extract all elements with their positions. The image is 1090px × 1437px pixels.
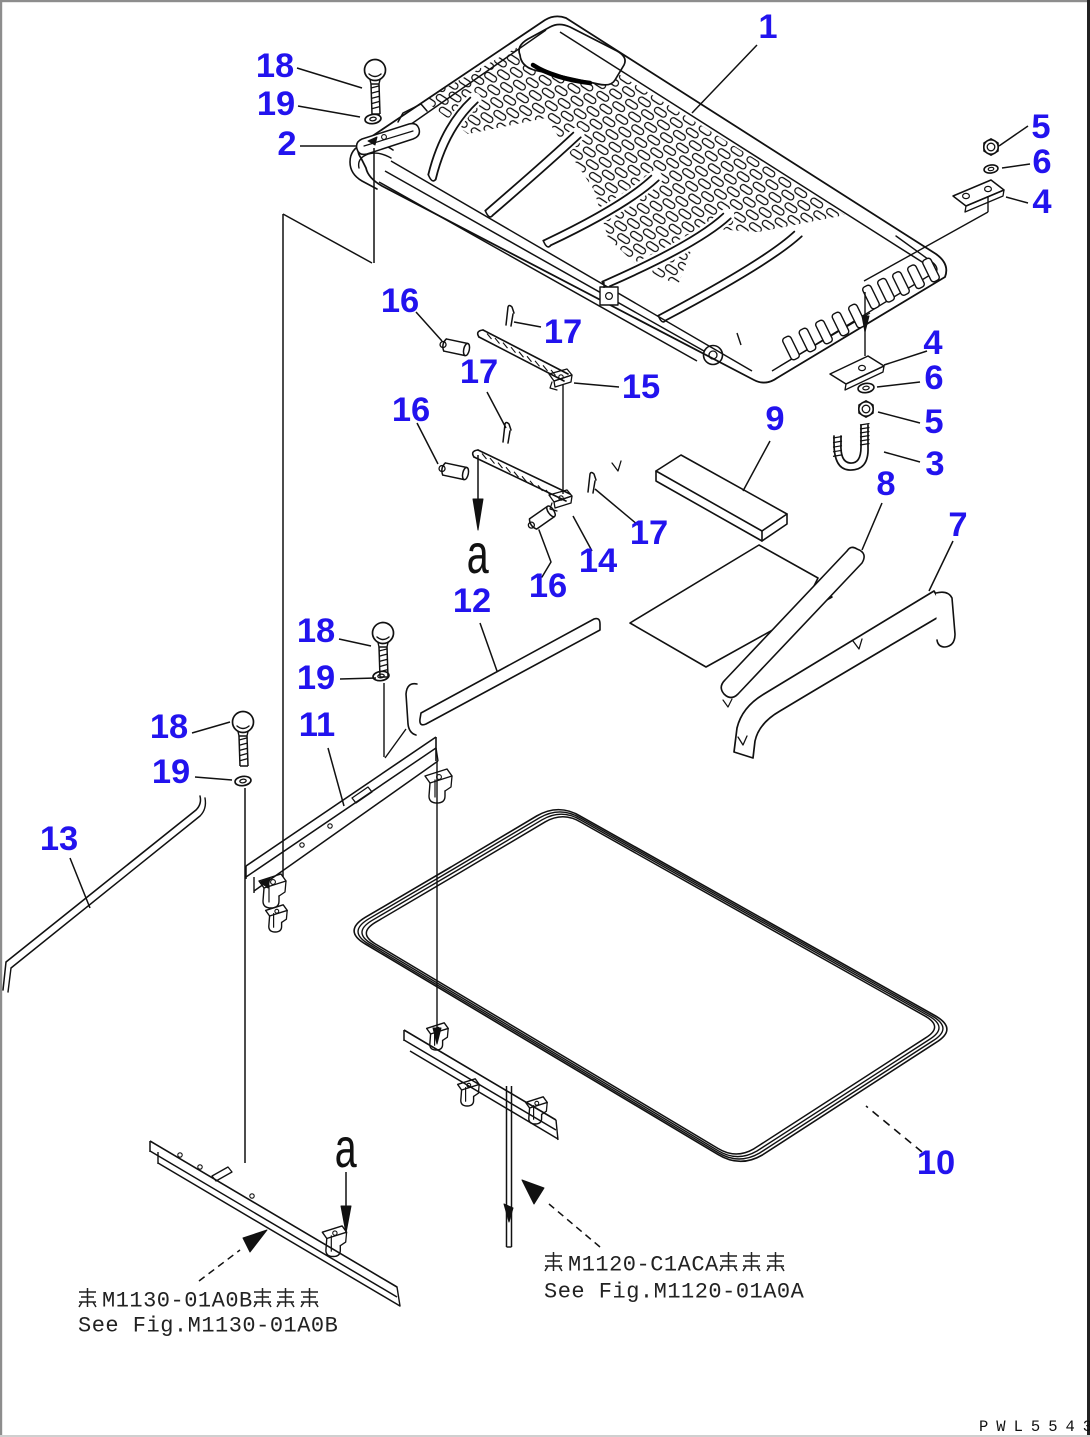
svg-text:18: 18 [256, 47, 294, 85]
svg-text:See Fig.M1120-01A0A: See Fig.M1120-01A0A [544, 1280, 805, 1305]
svg-text:18: 18 [297, 612, 335, 650]
svg-text:PWL5543: PWL5543 [979, 1418, 1090, 1436]
svg-text:18: 18 [150, 708, 188, 746]
svg-text:16: 16 [392, 391, 430, 429]
svg-text:19: 19 [152, 753, 190, 791]
svg-text:1: 1 [758, 8, 777, 46]
svg-text:5: 5 [924, 403, 943, 441]
svg-text:17: 17 [630, 514, 668, 552]
svg-text:15: 15 [622, 368, 660, 406]
svg-text:8: 8 [876, 465, 895, 503]
svg-text:16: 16 [381, 282, 419, 320]
svg-text:See Fig.M1130-01A0B: See Fig.M1130-01A0B [78, 1314, 338, 1339]
svg-text:M1130-01A0B: M1130-01A0B [102, 1289, 253, 1314]
svg-text:6: 6 [924, 359, 943, 397]
svg-text:a: a [466, 526, 490, 590]
svg-text:14: 14 [579, 542, 617, 580]
svg-text:13: 13 [40, 820, 78, 858]
svg-text:17: 17 [460, 353, 498, 391]
svg-text:6: 6 [1032, 143, 1051, 181]
svg-text:4: 4 [1032, 183, 1051, 221]
svg-text:9: 9 [765, 400, 784, 438]
svg-text:M1120-C1ACA: M1120-C1ACA [568, 1253, 719, 1278]
svg-text:16: 16 [529, 567, 567, 605]
svg-text:7: 7 [948, 506, 967, 544]
svg-text:17: 17 [544, 313, 582, 351]
svg-text:5: 5 [1031, 108, 1050, 146]
svg-text:11: 11 [299, 706, 335, 744]
svg-text:4: 4 [923, 324, 942, 362]
svg-text:2: 2 [277, 125, 296, 163]
svg-text:12: 12 [453, 582, 491, 620]
svg-text:19: 19 [297, 659, 335, 697]
svg-text:19: 19 [257, 85, 295, 123]
svg-text:10: 10 [917, 1144, 955, 1182]
svg-text:3: 3 [925, 445, 944, 483]
